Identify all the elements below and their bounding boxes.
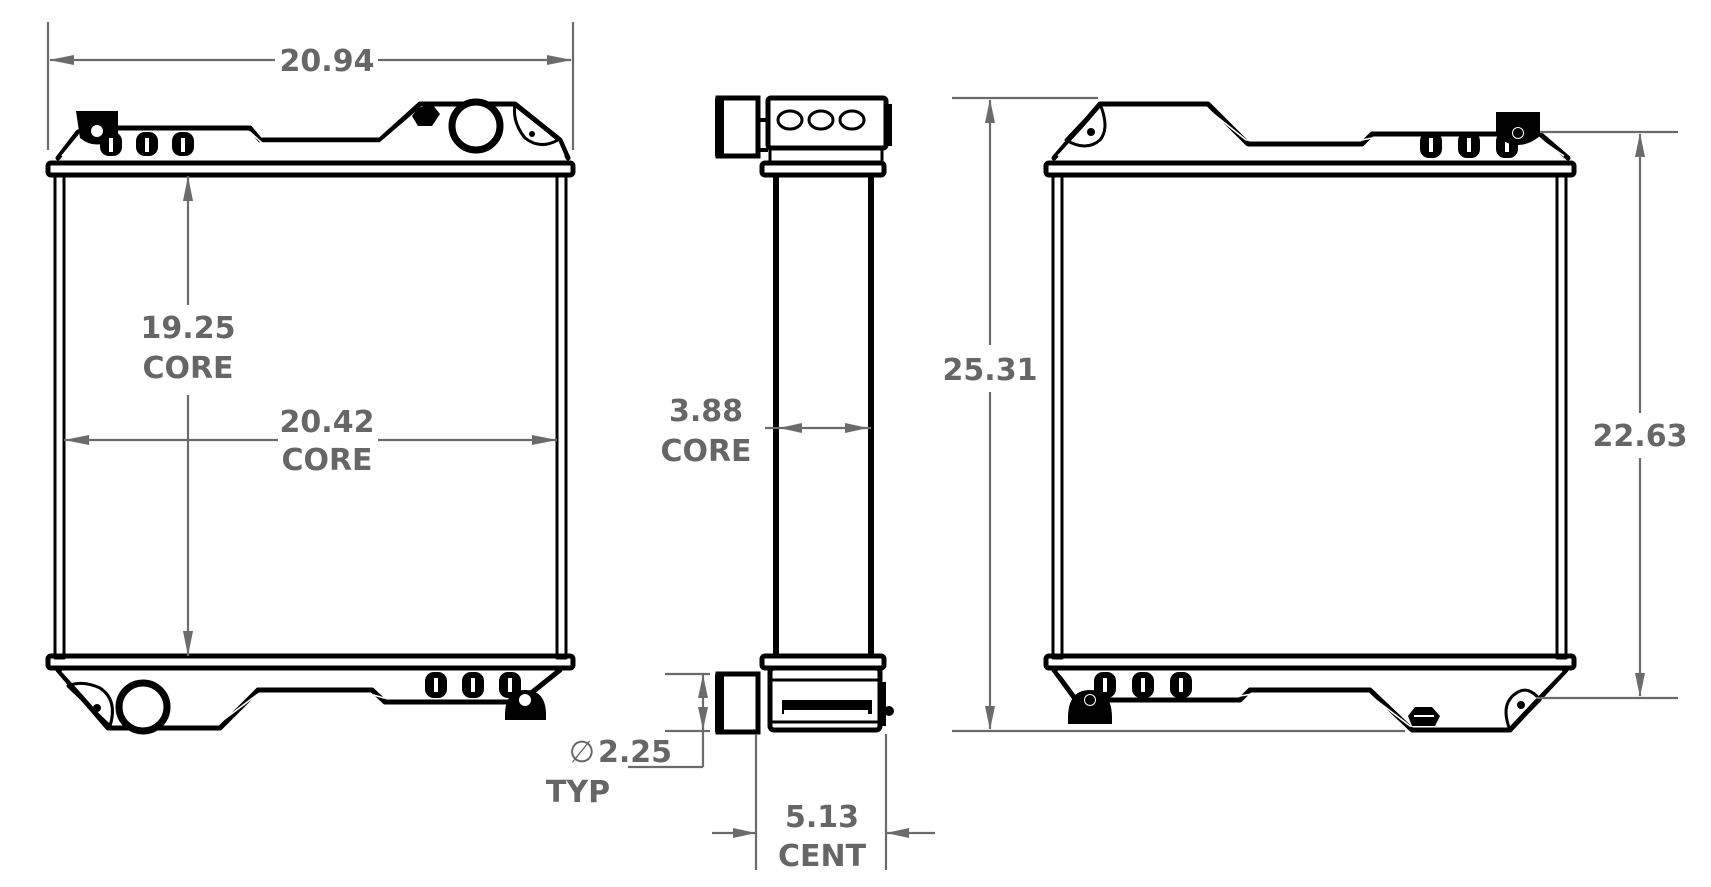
core-height-label: CORE [142, 351, 233, 386]
port-diameter-value: 2.25 [598, 735, 672, 770]
port-center-value: 5.13 [785, 800, 859, 835]
tube-ends [100, 132, 194, 156]
mount-bracket-icon [1068, 690, 1112, 724]
overall-height-value: 25.31 [943, 353, 1038, 388]
port-diameter-label: TYP [546, 775, 610, 810]
overall-width-value: 20.94 [280, 44, 375, 79]
front-view [45, 98, 576, 735]
port-center-label: CENT [778, 839, 867, 874]
outlet-port-icon [115, 679, 171, 735]
inlet-port-icon [448, 98, 504, 154]
front-view-dimensions: 20.94 19.25 CORE 20.42 CORE [46, 22, 575, 656]
rear-view-dimensions: 25.31 22.63 [943, 96, 1688, 733]
side-view [715, 95, 894, 735]
core-height-value: 19.25 [141, 311, 236, 346]
rear-view [1043, 101, 1577, 733]
core-depth-value: 3.88 [669, 394, 743, 429]
side-view-dimensions: 3.88 CORE ∅ 2.25 TYP 5.13 CENT [546, 394, 935, 874]
core-width-value: 20.42 [280, 405, 375, 440]
core-width-label: CORE [281, 443, 372, 478]
drain-plug-icon [412, 104, 440, 126]
port-diameter-symbol: ∅ [569, 735, 595, 770]
core-depth-label: CORE [660, 434, 751, 469]
mount-center-height-value: 22.63 [1593, 419, 1688, 454]
